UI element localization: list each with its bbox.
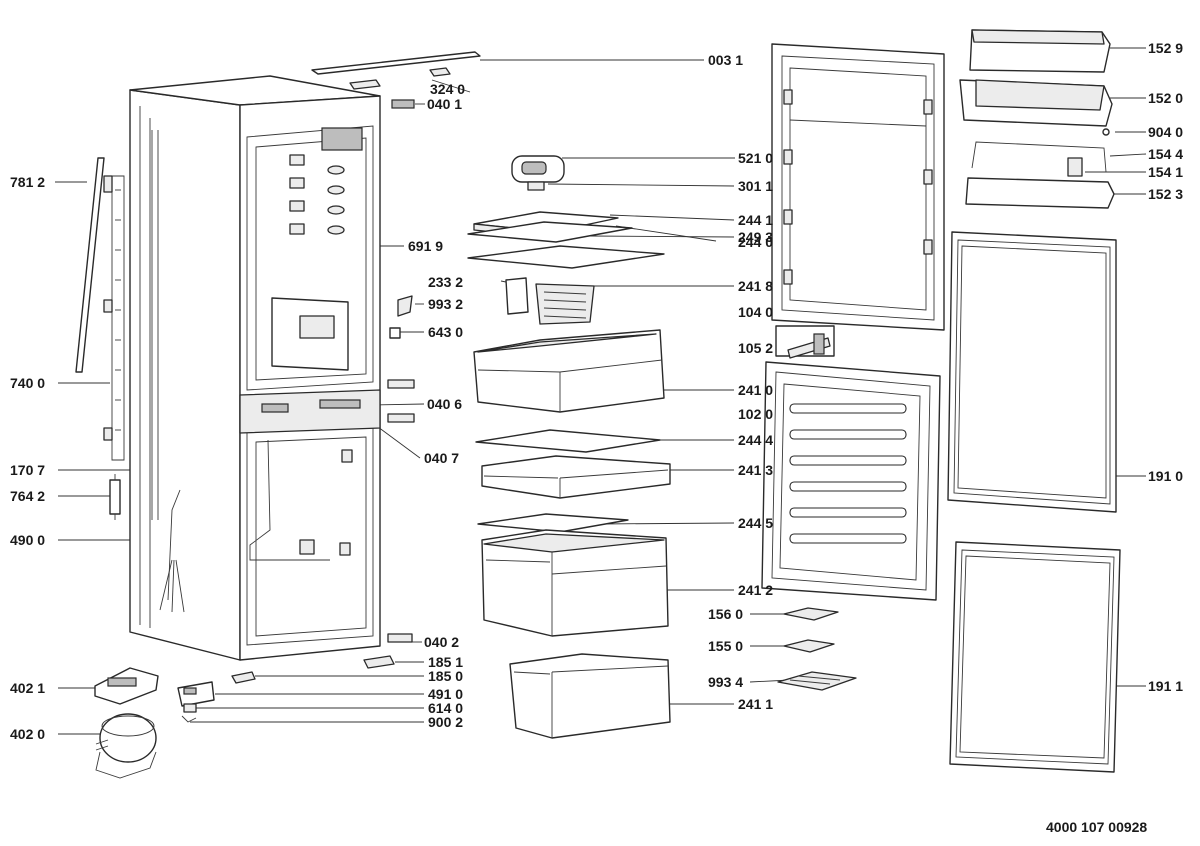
chiller-compartment bbox=[505, 277, 595, 325]
fridge-door-liner bbox=[771, 43, 945, 331]
label-241-1: 241 1 bbox=[738, 696, 773, 712]
label-105-2: 105 2 bbox=[738, 340, 773, 356]
ice-trays bbox=[777, 607, 857, 691]
freezer-drawer-large bbox=[481, 529, 669, 637]
label-740-0: 740 0 bbox=[10, 375, 45, 391]
label-614-0: 614 0 bbox=[428, 700, 463, 716]
label-191-0: 191 0 bbox=[1148, 468, 1183, 484]
drawing-number: 4000 107 00928 bbox=[1046, 819, 1147, 835]
label-900-2: 900 2 bbox=[428, 714, 463, 730]
label-241-0: 241 0 bbox=[738, 382, 773, 398]
label-301-1: 301 1 bbox=[738, 178, 773, 194]
label-241-2: 241 2 bbox=[738, 582, 773, 598]
label-170-7: 170 7 bbox=[10, 462, 45, 478]
label-904-0: 904 0 bbox=[1148, 124, 1183, 140]
label-491-0: 491 0 bbox=[428, 686, 463, 702]
label-402-1: 402 1 bbox=[10, 680, 45, 696]
freezer-door-ribs bbox=[789, 403, 907, 544]
left-side-components bbox=[75, 130, 185, 613]
fridge-door-gasket bbox=[947, 231, 1117, 513]
label-185-1: 185 1 bbox=[428, 654, 463, 670]
label-764-2: 764 2 bbox=[10, 488, 45, 504]
label-241-3: 241 3 bbox=[738, 462, 773, 478]
glass-shelf-middle bbox=[475, 429, 661, 453]
label-691-9: 691 9 bbox=[408, 238, 443, 254]
label-643-0: 643 0 bbox=[428, 324, 463, 340]
label-156-0: 156 0 bbox=[708, 606, 743, 622]
door-shelves bbox=[959, 29, 1115, 209]
label-191-1: 191 1 bbox=[1148, 678, 1183, 694]
label-244-4: 244 4 bbox=[738, 432, 773, 448]
label-154-4: 154 4 bbox=[1148, 146, 1183, 162]
heater-coil bbox=[115, 189, 121, 431]
label-324-0: 324 0 bbox=[430, 81, 465, 97]
crisper-drawer-upper bbox=[473, 329, 665, 413]
freezer-drawer-shallow bbox=[481, 455, 671, 499]
refrigerator-cabinet bbox=[129, 75, 381, 661]
cabinet-hardware bbox=[231, 295, 415, 684]
label-521-0: 521 0 bbox=[738, 150, 773, 166]
freezer-door-gasket bbox=[949, 541, 1121, 773]
label-244-1: 244 1 bbox=[738, 212, 773, 228]
label-490-0: 490 0 bbox=[10, 532, 45, 548]
glass-shelf-lower bbox=[477, 513, 629, 533]
glass-shelves-upper bbox=[467, 211, 665, 269]
label-040-7: 040 7 bbox=[424, 450, 459, 466]
label-402-0: 402 0 bbox=[10, 726, 45, 742]
label-040-1: 040 1 bbox=[427, 96, 462, 112]
label-152-3: 152 3 bbox=[1148, 186, 1183, 202]
air-channel-vents bbox=[289, 154, 345, 235]
label-152-9: 152 9 bbox=[1148, 40, 1183, 56]
thermostat-housing bbox=[511, 155, 565, 191]
part-labels: 003 1 324 0 040 1 781 2 521 0 301 1 244 … bbox=[10, 40, 1183, 835]
label-993-4: 993 4 bbox=[708, 674, 743, 690]
label-244-0: 244 0 bbox=[738, 234, 773, 250]
freezer-drawer-bottom bbox=[509, 653, 671, 739]
top-parts bbox=[311, 51, 481, 109]
label-154-1: 154 1 bbox=[1148, 164, 1183, 180]
label-102-0: 102 0 bbox=[738, 406, 773, 422]
label-993-2: 993 2 bbox=[428, 296, 463, 312]
label-104-0: 104 0 bbox=[738, 304, 773, 320]
label-152-0: 152 0 bbox=[1148, 90, 1183, 106]
freezer-door-liner bbox=[761, 361, 941, 601]
label-185-0: 185 0 bbox=[428, 668, 463, 684]
label-040-2: 040 2 bbox=[424, 634, 459, 650]
label-781-2: 781 2 bbox=[10, 174, 45, 190]
label-241-8: 241 8 bbox=[738, 278, 773, 294]
leader-lines bbox=[55, 47, 1147, 735]
hinge-bracket bbox=[775, 325, 835, 359]
label-040-6: 040 6 bbox=[427, 396, 462, 412]
label-155-0: 155 0 bbox=[708, 638, 743, 654]
compressor-group bbox=[94, 667, 215, 779]
label-003-1: 003 1 bbox=[708, 52, 743, 68]
label-244-5: 244 5 bbox=[738, 515, 773, 531]
label-249-3: 249 3 bbox=[738, 229, 773, 245]
label-233-2: 233 2 bbox=[428, 274, 463, 290]
